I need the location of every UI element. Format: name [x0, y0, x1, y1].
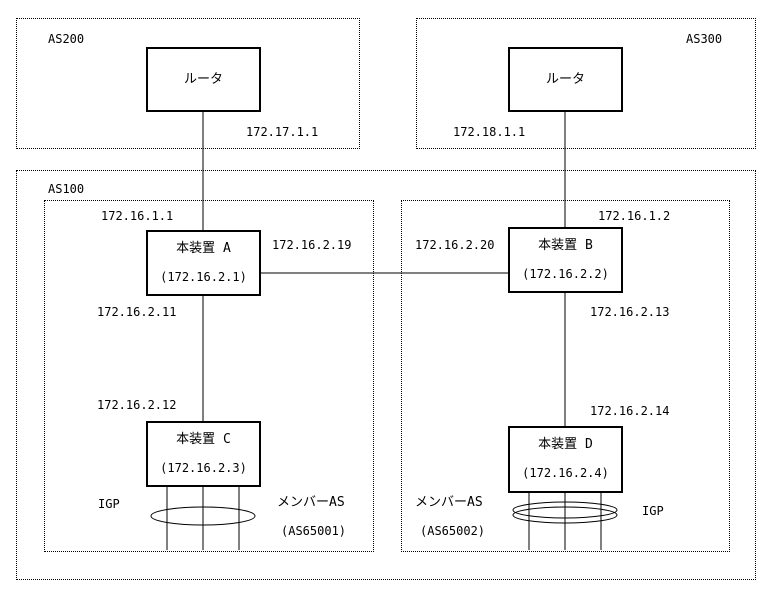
device-c: 本装置 C (172.16.2.3) — [146, 421, 261, 487]
as300-region — [416, 18, 756, 149]
router-as200-label: ルータ — [183, 72, 223, 87]
addr-b-uplink: 172.16.1.2 — [598, 209, 671, 223]
device-c-name: 本装置 C — [176, 432, 231, 447]
device-d: 本装置 D (172.16.2.4) — [508, 426, 623, 493]
addr-c-up: 172.16.2.12 — [97, 398, 177, 412]
device-a-name: 本装置 A — [176, 241, 231, 256]
igp-right-symbol — [512, 492, 618, 550]
addr-d-up: 172.16.2.14 — [590, 404, 670, 418]
member-as-right-label: メンバーAS — [415, 495, 483, 510]
member-as-right-number: (AS65002) — [420, 524, 486, 538]
addr-a-down: 172.16.2.11 — [97, 305, 177, 319]
as100-region — [16, 170, 756, 580]
as200-region — [16, 18, 360, 149]
device-a: 本装置 A (172.16.2.1) — [146, 230, 261, 296]
as300-label: AS300 — [686, 32, 723, 46]
router-as200: ルータ — [146, 47, 261, 112]
router-as300-label: ルータ — [545, 72, 585, 87]
member-as-left-label: メンバーAS — [277, 495, 345, 510]
addr-a-to-b: 172.16.2.19 — [272, 238, 352, 252]
member-as-left-region — [44, 200, 374, 552]
member-as-left-number: (AS65001) — [281, 524, 347, 538]
device-c-ip: (172.16.2.3) — [160, 461, 247, 475]
device-d-name: 本装置 D — [538, 437, 593, 452]
addr-b-down: 172.16.2.13 — [590, 305, 670, 319]
device-b-ip: (172.16.2.2) — [522, 267, 609, 281]
device-a-ip: (172.16.2.1) — [160, 270, 247, 284]
igp-left-symbol — [150, 486, 256, 550]
as100-label: AS100 — [48, 182, 85, 196]
addr-as300-router: 172.18.1.1 — [453, 125, 526, 139]
router-as300: ルータ — [508, 47, 623, 112]
addr-as200-router: 172.17.1.1 — [246, 125, 319, 139]
as200-label: AS200 — [48, 32, 85, 46]
device-b-name: 本装置 B — [538, 238, 593, 253]
igp-left-label: IGP — [98, 497, 120, 511]
igp-right-label: IGP — [642, 504, 664, 518]
addr-b-to-a: 172.16.2.20 — [415, 238, 495, 252]
device-b: 本装置 B (172.16.2.2) — [508, 227, 623, 293]
addr-a-uplink: 172.16.1.1 — [101, 209, 174, 223]
device-d-ip: (172.16.2.4) — [522, 466, 609, 480]
